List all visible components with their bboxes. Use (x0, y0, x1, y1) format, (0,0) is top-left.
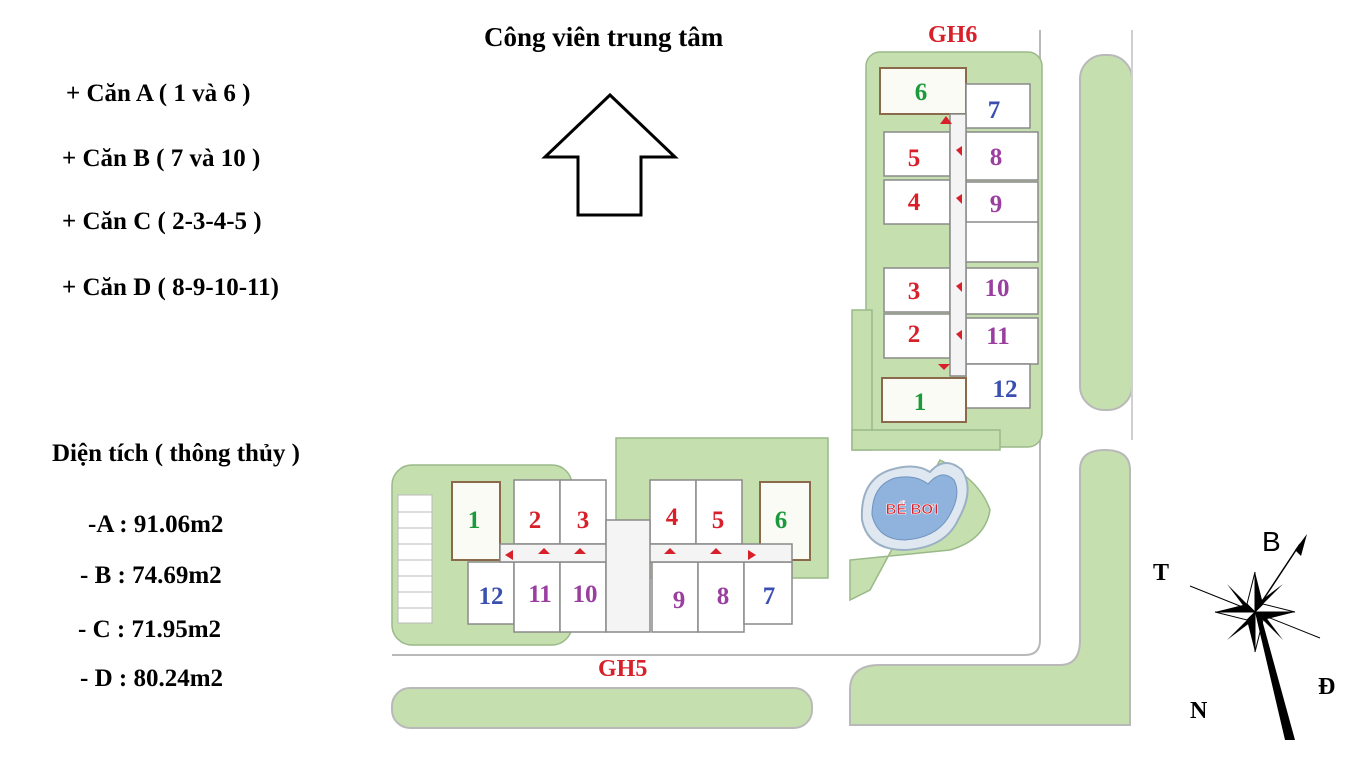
gh6-unit-7: 7 (988, 97, 1001, 124)
gh5-footprint (451, 479, 811, 633)
gh5-unit-6: 6 (775, 507, 788, 534)
gh6-unit-2: 2 (908, 321, 921, 348)
pool-label: BỂ BƠI (886, 500, 939, 518)
area-d: - D : 80.24m2 (80, 665, 224, 692)
gh5-unit-8: 8 (717, 583, 730, 610)
gh5-unit-4: 4 (666, 504, 679, 531)
page-title: Công viên trung tâm (484, 22, 724, 52)
arrow-up-icon (541, 92, 679, 217)
compass-east-label: Đ (1318, 674, 1336, 700)
gh5-unit-3: 3 (577, 507, 590, 534)
area-a: -A : 91.06m2 (88, 511, 224, 538)
legend-item-d: + Căn D ( 8-9-10-11) (62, 274, 280, 301)
gh6-unit-3: 3 (908, 278, 921, 305)
legend-item-b: + Căn B ( 7 và 10 ) (62, 145, 261, 172)
gh5-unit-9: 9 (673, 587, 686, 614)
compass-west-label: T (1153, 560, 1170, 586)
building-gh6-label: GH6 (928, 22, 978, 48)
pool (860, 462, 969, 552)
area-b: - B : 74.69m2 (80, 562, 222, 589)
gh6-unit-11: 11 (986, 323, 1010, 350)
compass-north-label: B (1262, 526, 1281, 557)
entrance-markers (505, 116, 962, 560)
area-c: - C : 71.95m2 (78, 616, 222, 643)
gh5-unit-5: 5 (712, 507, 725, 534)
gh6-unit-10: 10 (985, 275, 1010, 302)
gh5-unit-11: 11 (528, 581, 552, 608)
road-outlines (391, 30, 1133, 729)
gh6-footprint (879, 67, 1039, 423)
area-heading: Diện tích ( thông thủy ) (52, 440, 300, 467)
compass-icon (1189, 534, 1321, 740)
gh6-unit-9: 9 (990, 191, 1003, 218)
building-gh5-label: GH5 (598, 656, 648, 682)
legend-item-c: + Căn C ( 2-3-4-5 ) (62, 208, 262, 235)
gh5-unit-1: 1 (468, 507, 481, 534)
gh6-unit-6: 6 (915, 79, 928, 106)
compass-south-label: N (1190, 698, 1208, 724)
parking (397, 494, 433, 624)
gh6-unit-5: 5 (908, 145, 921, 172)
gh5-unit-7: 7 (763, 583, 776, 610)
gh5-unit-2: 2 (529, 507, 542, 534)
gh6-unit-8: 8 (990, 144, 1003, 171)
gh6-unit-1: 1 (914, 389, 927, 416)
gh5-unit-12: 12 (479, 583, 504, 610)
gh5-unit-10: 10 (573, 581, 598, 608)
gh6-unit-4: 4 (908, 189, 921, 216)
gh6-unit-12: 12 (993, 376, 1018, 403)
legend-item-a: + Căn A ( 1 và 6 ) (66, 80, 251, 107)
